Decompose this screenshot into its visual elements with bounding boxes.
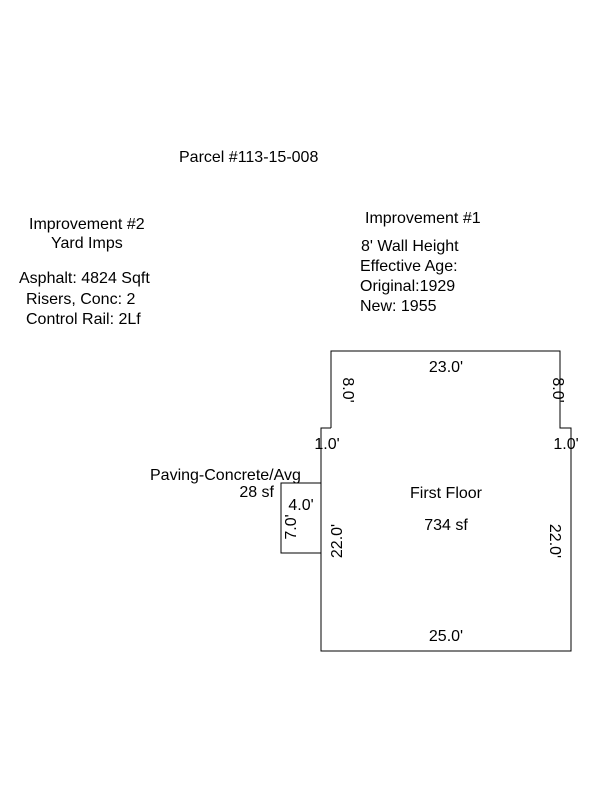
first-floor-name: First Floor [410,485,483,502]
dim-right-upper: 8.0' [549,377,566,402]
improvement-2-title: Improvement #2 [29,216,145,233]
improvement-2-item: Asphalt: 4824 Sqft [19,270,150,287]
paving-area: 28 sf [239,484,274,501]
improvement-1-line: Original:1929 [360,278,456,295]
improvement-1-title: Improvement #1 [365,210,481,227]
paving-outline [280,482,322,554]
improvement-1-line: 8' Wall Height [361,238,459,255]
paving-width: 4.0' [288,497,313,514]
dim-right-step: 1.0' [553,436,578,453]
paving-height: 7.0' [283,514,300,539]
improvement-2-item: Risers, Conc: 2 [26,291,136,308]
first-floor-area: 734 sf [424,517,468,534]
dim-top: 23.0' [429,359,463,376]
dim-right-lower: 22.0' [546,524,563,558]
parcel-number: Parcel #113-15-008 [179,149,319,166]
improvement-2-subtitle: Yard Imps [51,235,123,252]
improvement-2-item: Control Rail: 2Lf [26,311,141,328]
dim-bottom: 25.0' [429,628,463,645]
dim-left-step: 1.0' [314,436,339,453]
dim-left-lower: 22.0' [329,524,346,558]
improvement-1-line: Effective Age: [360,258,458,275]
paving-name: Paving-Concrete/Avg [150,467,301,484]
improvement-1-line: New: 1955 [360,298,437,315]
dim-left-upper: 8.0' [339,377,356,402]
